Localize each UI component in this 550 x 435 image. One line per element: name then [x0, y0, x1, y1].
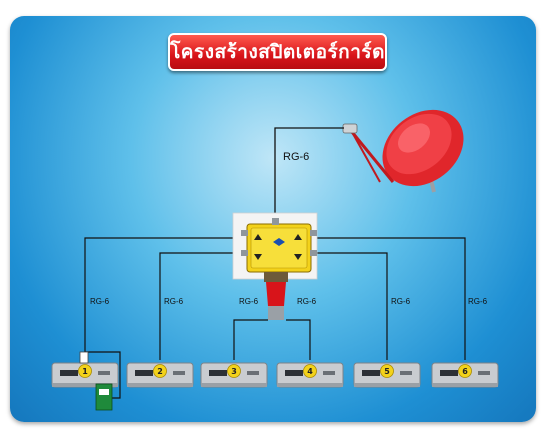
- splitter-box-icon: [232, 212, 318, 320]
- receiver-number-1: 1: [82, 367, 88, 376]
- receiver-6: 6: [431, 362, 499, 388]
- output-cable-1: [84, 237, 245, 399]
- output-cable-5: [312, 252, 388, 360]
- output-cable-label-1: RG-6: [90, 297, 110, 306]
- receiver-4: 4: [276, 362, 344, 388]
- diagram-title: โครงสร้างสปิตเตอร์การ์ด: [168, 33, 387, 71]
- output-cable-6: [312, 237, 466, 360]
- receiver-1: 1: [51, 351, 119, 411]
- receiver-number-3: 3: [231, 367, 237, 376]
- output-cable-label-3: RG-6: [239, 297, 259, 306]
- output-cable-3: [233, 319, 268, 360]
- receiver-3: 3: [200, 362, 268, 388]
- output-cable-2: [159, 252, 245, 360]
- output-cable-label-5: RG-6: [391, 297, 411, 306]
- receiver-2: 2: [126, 362, 194, 388]
- output-cable-label-2: RG-6: [164, 297, 184, 306]
- receiver-number-2: 2: [157, 367, 163, 376]
- receiver-number-4: 4: [307, 367, 313, 376]
- main-cable: [274, 127, 344, 222]
- main-cable-label: RG-6: [283, 151, 309, 163]
- output-cable-label-4: RG-6: [297, 297, 317, 306]
- receiver-5: 5: [353, 362, 421, 388]
- output-cables: [84, 237, 466, 399]
- output-cable-label-6: RG-6: [468, 297, 488, 306]
- receiver-number-5: 5: [384, 367, 390, 376]
- receiver-number-6: 6: [462, 367, 468, 376]
- output-cable-4: [286, 319, 311, 360]
- satellite-dish-icon: [342, 109, 464, 193]
